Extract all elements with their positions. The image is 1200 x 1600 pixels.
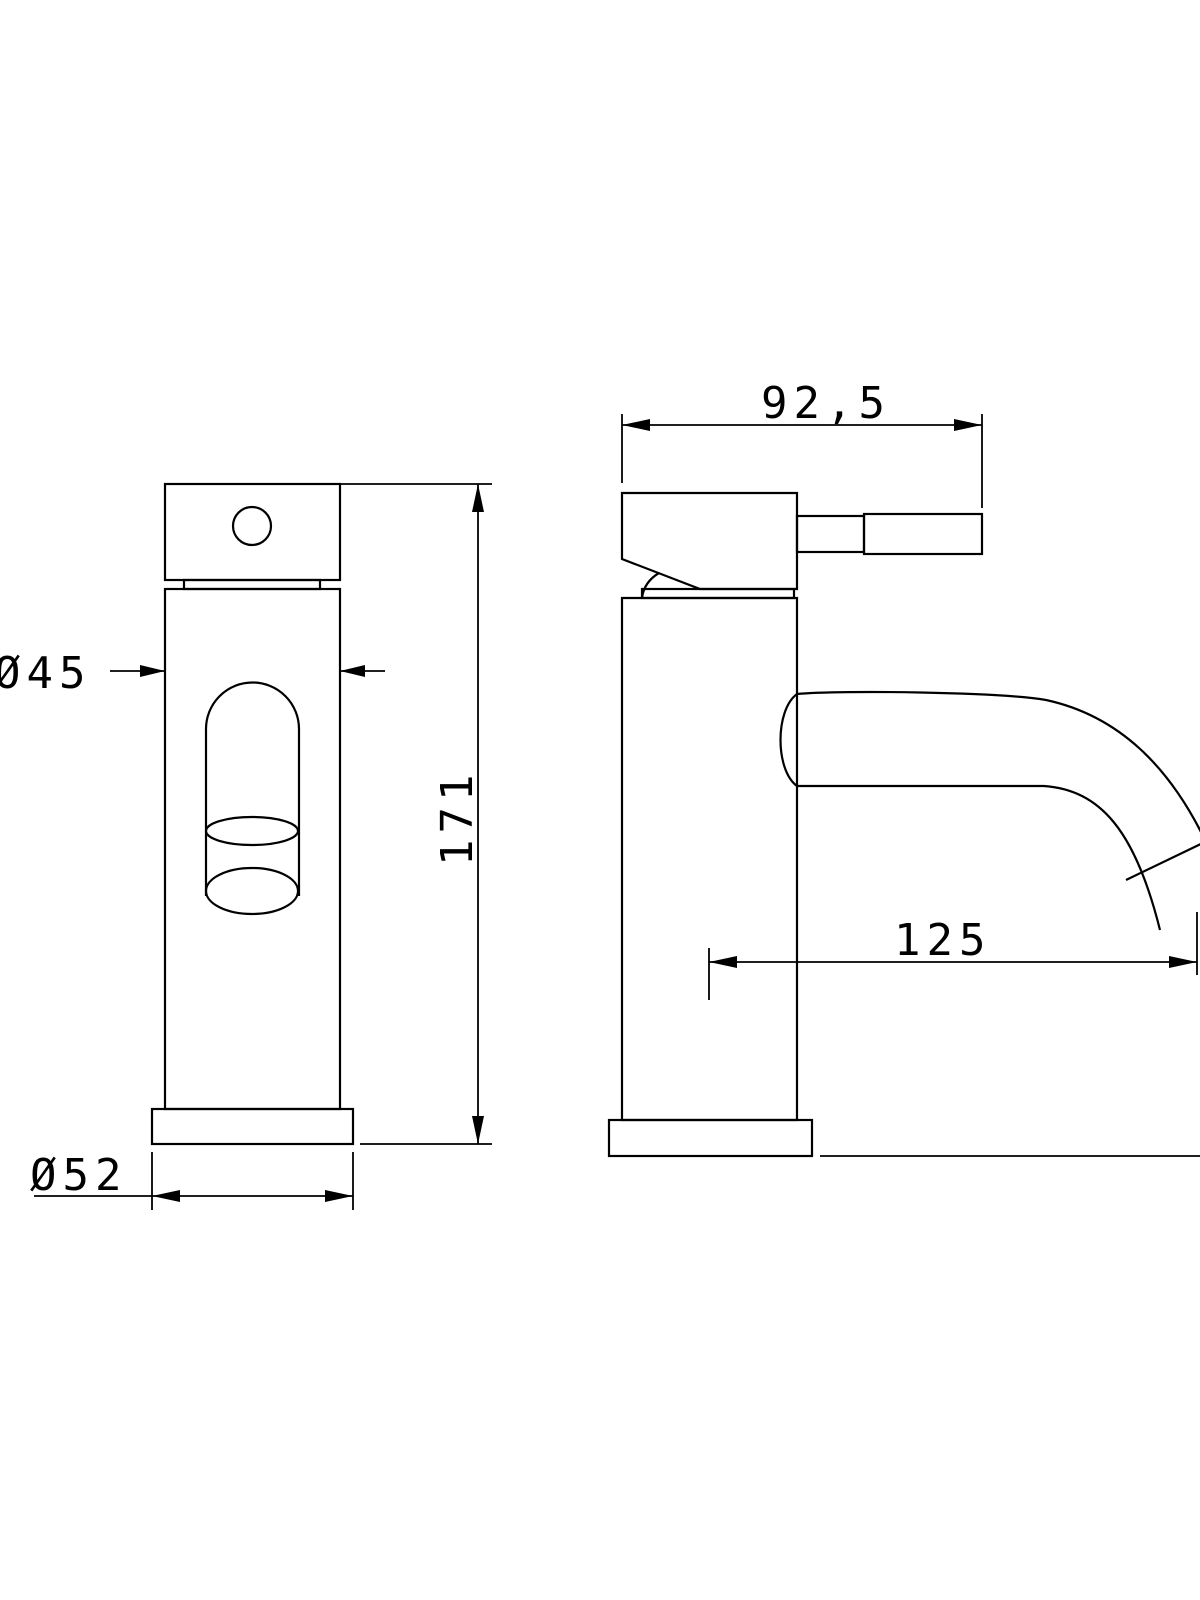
- side-spout-outlet-ring: [1125, 843, 1200, 881]
- arrow-head: [954, 419, 982, 431]
- side-spout-upper: [796, 690, 1200, 833]
- arrow-head: [472, 1116, 484, 1144]
- side-spout-joint: [779, 693, 798, 787]
- side-spout-lower: [797, 784, 1162, 931]
- dimension-label-base-diameter: Ø52: [30, 1150, 127, 1201]
- side-base: [607, 1118, 814, 1158]
- dimension-height: 171: [340, 483, 492, 1145]
- side-body: [620, 596, 799, 1122]
- side-handle-head: [620, 491, 799, 591]
- side-handle-ring: [640, 587, 796, 600]
- side-lever-grip: [862, 512, 984, 556]
- dimension-label-height: 171: [432, 769, 483, 866]
- dimension-base-diameter: Ø52: [30, 1150, 354, 1210]
- side-view: [607, 491, 1200, 1158]
- front-handle-ring: [182, 578, 322, 591]
- arrow-head: [325, 1190, 353, 1202]
- arrow-head: [472, 484, 484, 512]
- dimension-label-spout-reach: 125: [894, 915, 991, 966]
- side-lever-stem: [795, 514, 866, 554]
- front-view: [150, 482, 355, 1146]
- dimension-label-body-diameter: Ø45: [0, 648, 91, 699]
- front-body: [163, 587, 342, 1111]
- front-base: [150, 1107, 355, 1146]
- arrow-head: [340, 665, 365, 677]
- dimension-label-handle-reach: 92,5: [761, 378, 891, 429]
- front-handle-block: [163, 482, 342, 582]
- front-handle-pin-circle: [231, 505, 273, 547]
- arrow-head: [709, 956, 737, 968]
- front-spout-ring-top: [204, 815, 300, 847]
- arrow-head: [140, 665, 165, 677]
- dimension-handle-reach: 92,5: [621, 378, 983, 508]
- front-spout-outlet: [204, 866, 300, 916]
- arrow-head: [1169, 956, 1197, 968]
- dimension-body-diameter: Ø45: [0, 648, 385, 699]
- arrow-head: [152, 1190, 180, 1202]
- arrow-head: [622, 419, 650, 431]
- dimension-spout-reach: 125: [708, 912, 1198, 1000]
- front-spout-capsule: [204, 681, 301, 896]
- side-handle-neck: [640, 572, 660, 599]
